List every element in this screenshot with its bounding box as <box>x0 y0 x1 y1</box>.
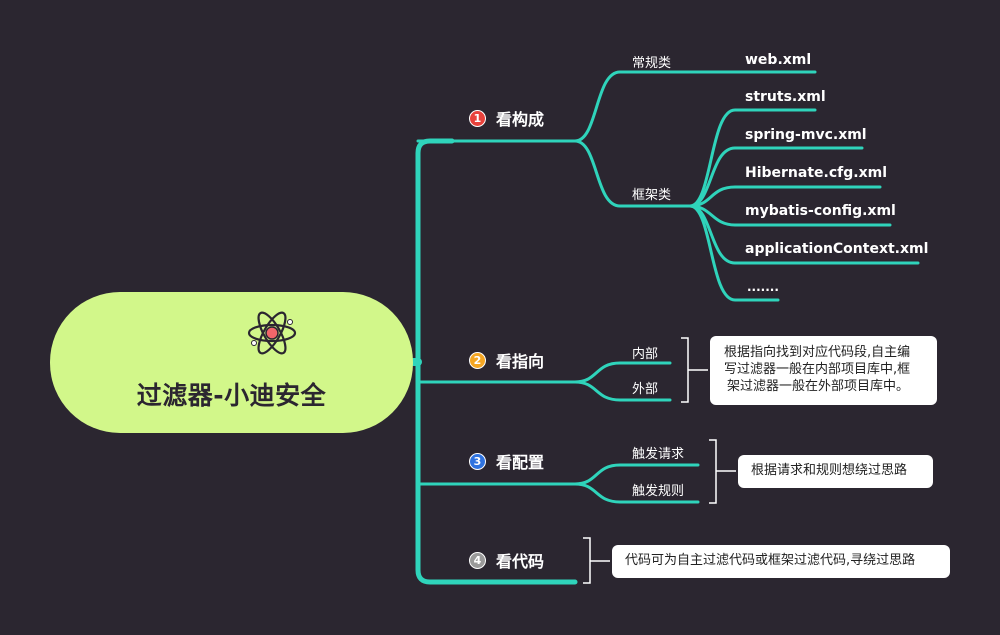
number-badge-4: 4 <box>469 551 486 569</box>
leaf-node[interactable]: web.xml <box>745 52 812 68</box>
number-badge-1: 1 <box>469 109 486 127</box>
branch-label: 看指向 <box>496 352 545 371</box>
branch-pointing[interactable]: 2 看指向 <box>469 347 544 373</box>
branch-code[interactable]: 4 看代码 <box>469 547 544 573</box>
note-line: 代码可为自主过滤代码或框架过滤代码,寻绕过思路 <box>625 553 916 568</box>
atom-icon <box>247 311 297 355</box>
note-pointing[interactable]: 根据指向找到对应代码段,自主编 写过滤器一般在内部项目库中,框 架过滤器一般在外… <box>710 336 937 405</box>
leaf-node[interactable]: spring-mvc.xml <box>745 127 867 143</box>
sub-node-trigger-rule[interactable]: 触发规则 <box>632 484 685 499</box>
sub-node-regular[interactable]: 常规类 <box>632 56 672 71</box>
leaf-node[interactable]: Hibernate.cfg.xml <box>745 165 888 181</box>
note-line: 写过滤器一般在内部项目库中,框 <box>724 362 911 377</box>
branch-label: 看配置 <box>496 453 545 472</box>
root-node[interactable]: 过滤器-小迪安全 <box>50 292 413 433</box>
branch-label: 看构成 <box>496 110 545 129</box>
note-line: 架过滤器一般在外部项目库中。 <box>727 379 910 394</box>
leaf-node[interactable]: applicationContext.xml <box>745 241 929 257</box>
branch-label: 看代码 <box>496 552 545 571</box>
number-badge-2: 2 <box>469 351 486 369</box>
note-line: 根据请求和规则想绕过思路 <box>751 463 908 478</box>
root-title: 过滤器-小迪安全 <box>136 381 327 410</box>
note-config[interactable]: 根据请求和规则想绕过思路 <box>738 455 933 488</box>
branch-composition[interactable]: 1 看构成 <box>469 105 544 131</box>
leaf-node[interactable]: ....... <box>747 280 779 294</box>
note-line: 根据指向找到对应代码段,自主编 <box>724 345 911 360</box>
note-code[interactable]: 代码可为自主过滤代码或框架过滤代码,寻绕过思路 <box>612 545 950 578</box>
leaf-node[interactable]: mybatis-config.xml <box>745 203 896 219</box>
sub-node-external[interactable]: 外部 <box>632 382 659 397</box>
sub-node-framework[interactable]: 框架类 <box>632 188 672 203</box>
sub-node-trigger-request[interactable]: 触发请求 <box>632 447 685 462</box>
number-badge-3: 3 <box>469 452 486 470</box>
sub-node-internal[interactable]: 内部 <box>632 347 659 362</box>
branch-config[interactable]: 3 看配置 <box>469 448 544 474</box>
leaf-node[interactable]: struts.xml <box>745 89 826 105</box>
